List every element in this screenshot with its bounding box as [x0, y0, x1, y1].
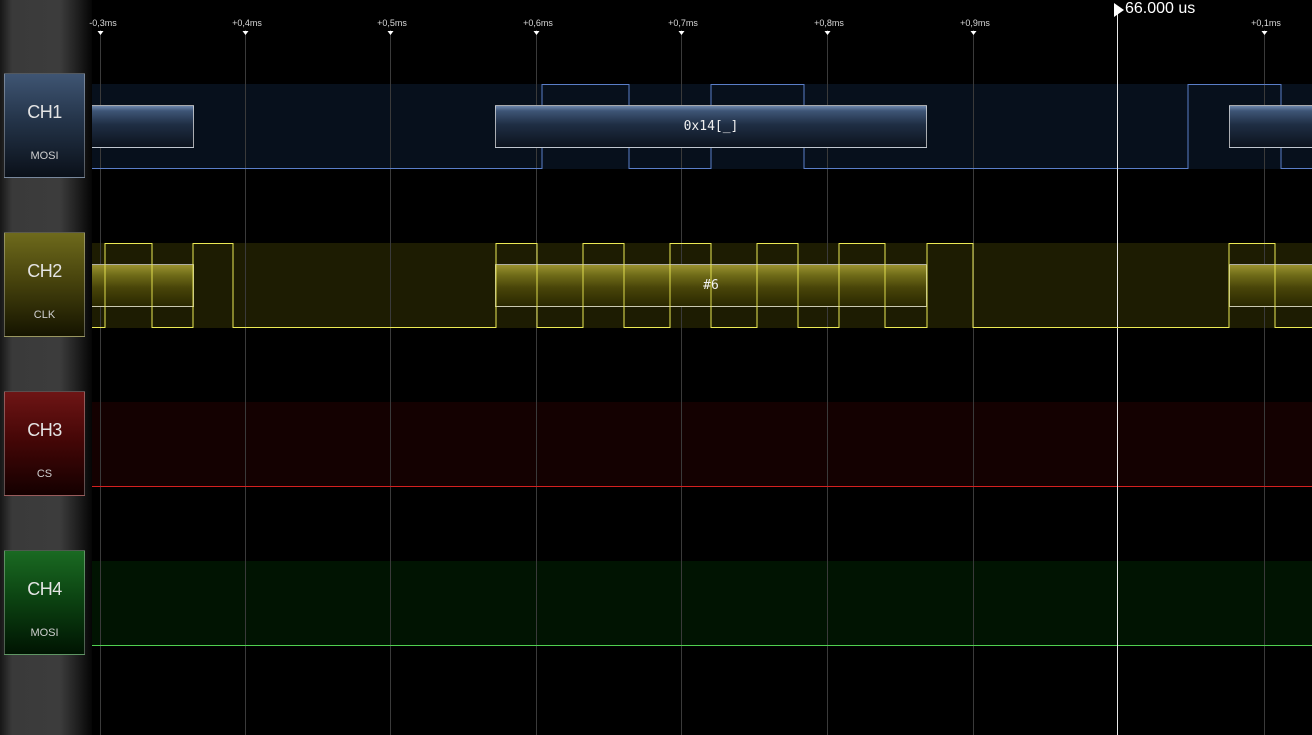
- channel-label-ch3[interactable]: CH3 CS: [4, 391, 85, 496]
- tick-marker: [1261, 31, 1268, 35]
- tick-marker: [970, 31, 977, 35]
- tick-label: +0,1ms: [1251, 18, 1281, 28]
- tick-marker: [387, 31, 394, 35]
- channel-name: CH3: [27, 420, 62, 440]
- channel-signal: MOSI: [30, 150, 59, 162]
- channel-signal: MOSI: [30, 627, 59, 639]
- ch4-band: [88, 561, 1312, 646]
- tick-label: -0,3ms: [89, 18, 117, 28]
- channel-label-ch4[interactable]: CH4 MOSI: [4, 550, 85, 655]
- channel-label-ch2[interactable]: CH2 CLK: [4, 232, 85, 337]
- time-grid: [100, 30, 1265, 735]
- tick-marker: [97, 31, 104, 35]
- channel-sidebar: CH1 MOSI CH2 CLK CH3 CS CH4 MOSI: [0, 0, 92, 735]
- channel-name: CH2: [27, 261, 62, 281]
- cursor-play-icon[interactable]: [1114, 3, 1124, 17]
- channel-name: CH1: [27, 102, 62, 122]
- ch3-band: [88, 402, 1312, 487]
- tick-marker: [678, 31, 685, 35]
- ch1-waveform: [88, 84, 1312, 169]
- tick-marker: [533, 31, 540, 35]
- tick-markers: [97, 31, 1268, 35]
- tick-label: +0,6ms: [523, 18, 553, 28]
- tick-marker: [242, 31, 249, 35]
- ch1-packet-partial-left[interactable]: [88, 105, 194, 148]
- tick-label: +0,9ms: [960, 18, 990, 28]
- tick-marker: [824, 31, 831, 35]
- tick-label: +0,8ms: [814, 18, 844, 28]
- ch1-packet-main[interactable]: 0x14[_]: [495, 105, 927, 148]
- tick-label: +0,4ms: [232, 18, 262, 28]
- channel-signal: CS: [36, 468, 53, 480]
- channel-signal: CLK: [33, 309, 56, 321]
- ch1-packet-partial-right[interactable]: [1229, 105, 1312, 148]
- channel-label-ch1[interactable]: CH1 MOSI: [4, 73, 85, 178]
- tick-label: +0,5ms: [377, 18, 407, 28]
- tick-label: +0,7ms: [668, 18, 698, 28]
- cursor-time-readout: 66.000 us: [1125, 0, 1196, 17]
- channel-name: CH4: [27, 579, 62, 599]
